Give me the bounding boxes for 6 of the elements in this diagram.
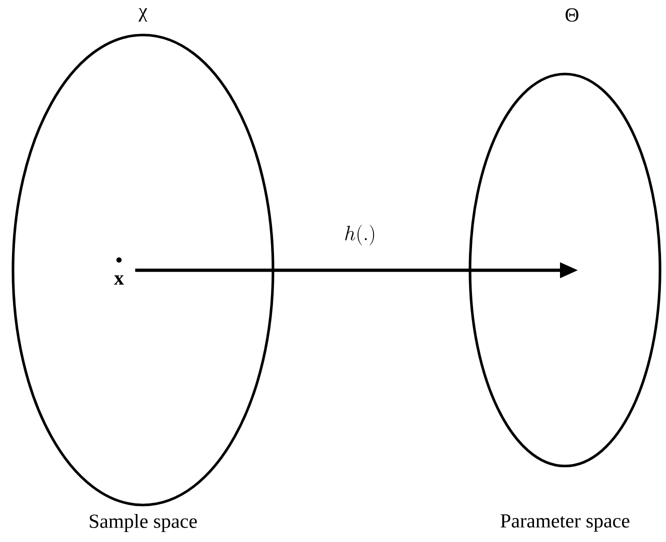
set-symbol: Θ xyxy=(566,8,578,22)
point-label: x xyxy=(114,275,124,285)
set-label: Parameter space xyxy=(500,514,630,532)
edge-label: $h(.)$ xyxy=(345,224,374,246)
set-symbol: χ xyxy=(138,8,148,22)
set-label: Sample space xyxy=(90,514,197,532)
